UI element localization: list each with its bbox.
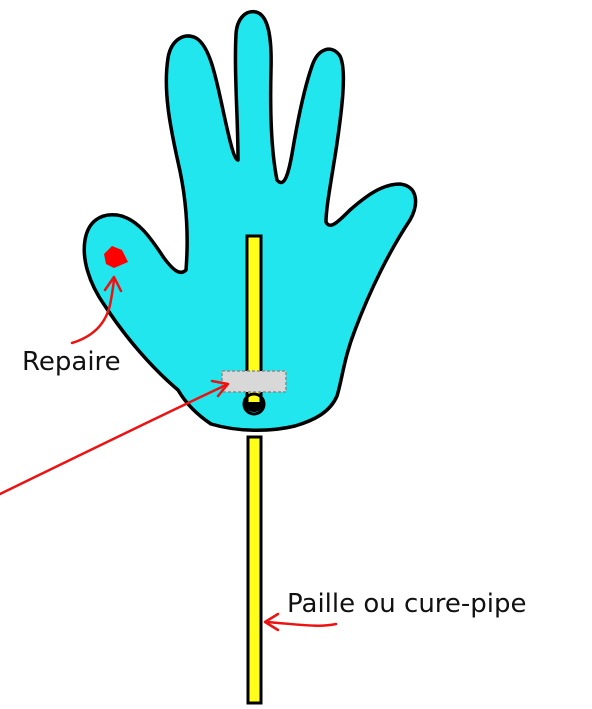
straw-label: Paille ou cure-pipe (287, 589, 527, 619)
straw-lower (248, 437, 261, 703)
tape (222, 371, 286, 392)
tape-arrow (0, 385, 226, 494)
straw-arrow (266, 622, 336, 626)
marker-label: Repaire (22, 347, 121, 377)
